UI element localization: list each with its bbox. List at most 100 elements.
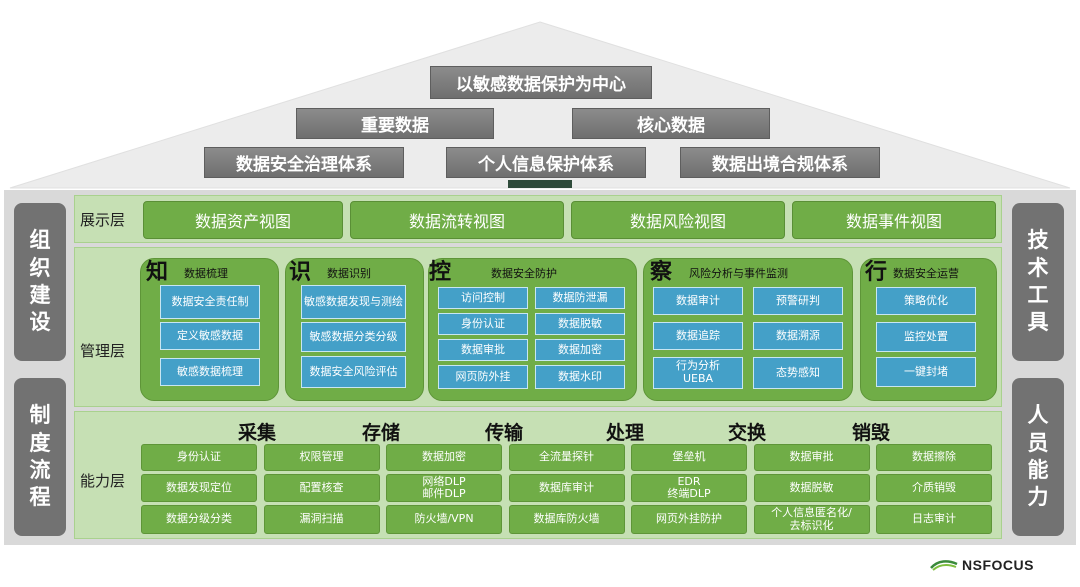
capability-item[interactable]: 网页外挂防护 xyxy=(631,505,747,534)
capability-item-text: 防火墙/VPN xyxy=(414,512,474,526)
capability-item[interactable]: 堡垒机 xyxy=(631,444,747,471)
pillar-char: 织 xyxy=(29,255,51,280)
capability-item[interactable]: 身份认证 xyxy=(141,444,257,471)
capability-item-text: 邮件DLP xyxy=(422,487,466,500)
capability-item[interactable]: 介质销毁 xyxy=(876,474,992,502)
tile-situation-awareness[interactable]: 态势感知 xyxy=(753,357,843,389)
tile-sensitive-sorting[interactable]: 敏感数据梳理 xyxy=(160,358,260,386)
capability-item[interactable]: 数据加密 xyxy=(386,444,502,471)
capability-item[interactable]: 全流量探针 xyxy=(508,444,625,471)
nsfocus-logo-text: NSFOCUS xyxy=(962,557,1034,573)
tile-watermark[interactable]: 数据水印 xyxy=(535,365,625,389)
tile-anti-plugin[interactable]: 网页防外挂 xyxy=(438,365,528,389)
group-xing-title: 数据安全运营 xyxy=(893,267,959,280)
capability-item-text: 介质销毁 xyxy=(912,480,956,494)
phase-transmit: 传输 xyxy=(485,422,524,444)
roof-center-box: 以敏感数据保护为中心 xyxy=(430,66,652,99)
pillar-process: 制度流程 xyxy=(14,378,66,536)
capability-item-text: 漏洞扫描 xyxy=(299,512,344,526)
nsfocus-logo-icon xyxy=(930,560,958,571)
tile-early-warning[interactable]: 预警研判 xyxy=(753,287,843,315)
capability-layer-label: 能力层 xyxy=(80,472,126,490)
view-data-asset[interactable]: 数据资产视图 xyxy=(143,201,343,239)
tile-dlp[interactable]: 数据防泄漏 xyxy=(535,287,625,309)
capability-item-text: 配置核查 xyxy=(299,480,344,494)
capability-item-text: 个人信息匿名化/ xyxy=(771,506,852,520)
group-cha-title: 风险分析与事件监测 xyxy=(689,267,788,280)
tile-one-click-block[interactable]: 一键封堵 xyxy=(876,357,976,387)
group-shi-title: 数据识别 xyxy=(327,267,371,280)
pillar-char: 具 xyxy=(1027,310,1049,335)
tile-classification[interactable]: 敏感数据分类分级 xyxy=(301,322,406,352)
group-shi-char: 识 xyxy=(289,260,312,285)
pillar-char: 技 xyxy=(1027,228,1049,253)
capability-item-text: 日志审计 xyxy=(912,512,956,526)
group-xing-char: 行 xyxy=(865,260,888,285)
capability-item[interactable]: 数据库审计 xyxy=(508,474,625,502)
roof-core-data: 核心数据 xyxy=(572,108,770,139)
nsfocus-logo: NSFOCUS xyxy=(930,557,1034,573)
pillar-char: 组 xyxy=(29,228,51,253)
capability-item[interactable]: 配置核查 xyxy=(263,474,380,502)
capability-item[interactable]: 防火墙/VPN xyxy=(386,505,502,534)
tile-desensitization[interactable]: 数据脱敏 xyxy=(535,313,625,335)
tile-monitoring-handling[interactable]: 监控处置 xyxy=(876,322,976,352)
capability-item[interactable]: 数据审批 xyxy=(753,444,870,471)
management-layer-label: 管理层 xyxy=(80,342,126,360)
pillar-char: 度 xyxy=(29,430,51,455)
tile-encryption[interactable]: 数据加密 xyxy=(535,339,625,361)
tile-ueba-line: UEBA xyxy=(682,372,714,385)
capability-item-text: 去标识化 xyxy=(789,518,834,532)
tile-policy-optimization[interactable]: 策略优化 xyxy=(876,287,976,315)
capability-item-text: 身份认证 xyxy=(177,450,221,464)
capability-item[interactable]: 数据脱敏 xyxy=(753,474,870,502)
pillar-char: 能 xyxy=(1027,458,1049,482)
capability-item[interactable]: 数据发现定位 xyxy=(141,474,257,502)
tile-tracing[interactable]: 数据溯源 xyxy=(753,322,843,350)
tile-ueba-line: 行为分析 xyxy=(676,359,720,373)
view-data-event[interactable]: 数据事件视图 xyxy=(792,201,996,239)
pillar-tools: 技术工具 xyxy=(1012,203,1064,361)
roof-governance-system: 数据安全治理体系 xyxy=(204,147,404,178)
tile-responsibility[interactable]: 数据安全责任制 xyxy=(160,285,260,319)
pillar-char: 工 xyxy=(1027,283,1049,307)
capability-item[interactable]: 数据分级分类 xyxy=(141,505,257,534)
capability-item[interactable]: 个人信息匿名化/去标识化 xyxy=(753,505,870,534)
roof-pi-protection-system: 个人信息保护体系 xyxy=(446,147,646,178)
capability-item-text: 数据分级分类 xyxy=(166,512,232,526)
capability-item-text: 网络DLP xyxy=(422,474,466,488)
tile-access-control[interactable]: 访问控制 xyxy=(438,287,528,309)
phase-store: 存储 xyxy=(362,422,401,444)
capability-item-text: 数据擦除 xyxy=(912,450,956,464)
tile-audit[interactable]: 数据审计 xyxy=(653,287,743,315)
capability-item-text: 堡垒机 xyxy=(672,450,706,464)
view-data-flow[interactable]: 数据流转视图 xyxy=(350,201,564,239)
capability-item[interactable]: 数据库防火墙 xyxy=(508,505,625,534)
pillar-char: 流 xyxy=(29,458,51,482)
roof-important-data: 重要数据 xyxy=(296,108,494,139)
pillar-char: 术 xyxy=(1027,255,1049,280)
group-cha-char: 察 xyxy=(650,260,673,285)
capability-item-text: 终端DLP xyxy=(667,487,711,500)
capability-item-text: 数据库防火墙 xyxy=(533,512,600,526)
capability-item-text: EDR xyxy=(677,474,701,488)
phase-exchange: 交换 xyxy=(728,422,767,444)
pillar-char: 设 xyxy=(29,310,51,335)
capability-item-text: 全流量探针 xyxy=(539,450,594,464)
tile-approval[interactable]: 数据审批 xyxy=(438,339,528,361)
tile-tracking[interactable]: 数据追踪 xyxy=(653,322,743,350)
tile-risk-assessment[interactable]: 数据安全风险评估 xyxy=(301,356,406,388)
capability-item[interactable]: 权限管理 xyxy=(263,444,380,471)
tile-identity-auth[interactable]: 身份认证 xyxy=(438,313,528,335)
tile-discovery-mapping[interactable]: 敏感数据发现与测绘 xyxy=(301,285,406,319)
pillar-char: 人 xyxy=(1027,403,1049,428)
view-data-risk[interactable]: 数据风险视图 xyxy=(571,201,785,239)
capability-item[interactable]: 漏洞扫描 xyxy=(263,505,380,534)
tile-define-sensitive[interactable]: 定义敏感数据 xyxy=(160,322,260,350)
capability-item[interactable]: 日志审计 xyxy=(876,505,992,534)
capability-item-text: 数据加密 xyxy=(422,450,466,464)
capability-item[interactable]: 数据擦除 xyxy=(876,444,992,471)
